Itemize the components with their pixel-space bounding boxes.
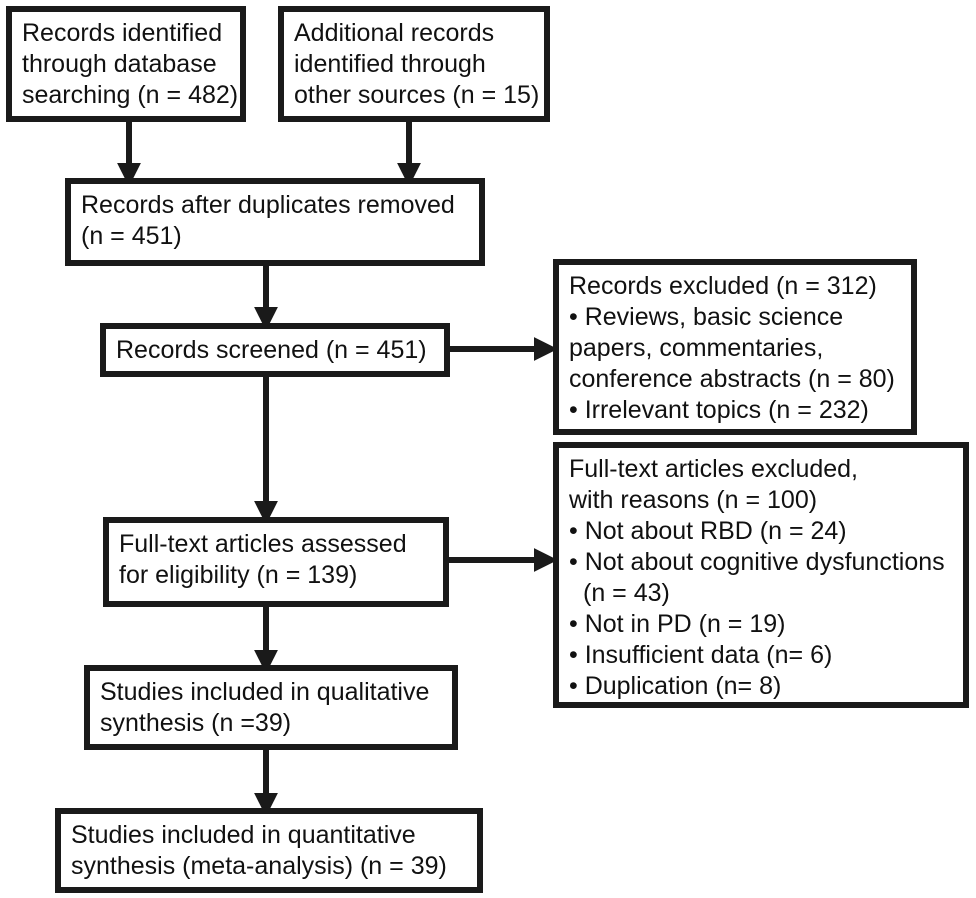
box-text-line: (n = 43) (583, 579, 670, 607)
box-records-screened: Records screened (n = 451) (100, 323, 450, 377)
box-additional-records: Additional records identified through ot… (278, 6, 550, 122)
box-text-line: Full-text articles excluded, (569, 455, 859, 483)
box-text-line: Studies included in qualitative (100, 678, 430, 706)
box-text-line: • Insufficient data (n= 6) (569, 641, 833, 669)
box-records-identified-database: Records identified through database sear… (6, 6, 246, 122)
box-full-text-excluded: Full-text articles excluded, with reason… (553, 442, 969, 708)
box-text-line: searching (n = 482) (22, 81, 239, 109)
box-text-line: through database (22, 50, 217, 78)
box-text-line: Records excluded (n = 312) (569, 272, 877, 300)
box-text-line: • Not about cognitive dysfunctions (569, 548, 945, 576)
box-text-line: papers, commentaries, (569, 334, 824, 362)
box-text-line: synthesis (meta-analysis) (n = 39) (71, 852, 447, 880)
box-text-line: with reasons (n = 100) (569, 486, 818, 514)
box-records-after-duplicates: Records after duplicates removed (n = 45… (65, 178, 485, 266)
box-text-line: Records screened (n = 451) (116, 336, 427, 364)
box-text-line: • Not about RBD (n = 24) (569, 517, 847, 545)
box-text-line: for eligibility (n = 139) (119, 561, 358, 589)
box-text-line: • Irrelevant topics (n = 232) (569, 396, 869, 424)
box-full-text-assessed: Full-text articles assessed for eligibil… (103, 517, 449, 607)
box-text-line: (n = 451) (81, 222, 182, 250)
box-text-line: Records identified (22, 19, 223, 47)
box-text-line: • Reviews, basic science (569, 303, 844, 331)
box-text-line: Full-text articles assessed (119, 530, 407, 558)
box-records-excluded: Records excluded (n = 312) • Reviews, ba… (553, 259, 917, 435)
box-text-line: synthesis (n =39) (100, 709, 292, 737)
box-text-line: Records after duplicates removed (81, 191, 455, 219)
box-text-line: • Duplication (n= 8) (569, 672, 782, 700)
box-text-line: other sources (n = 15) (294, 81, 540, 109)
box-text-line: conference abstracts (n = 80) (569, 365, 895, 393)
box-text-line: Additional records (294, 19, 495, 47)
box-qualitative-synthesis: Studies included in qualitative synthesi… (84, 665, 458, 750)
box-quantitative-synthesis: Studies included in quantitative synthes… (55, 808, 483, 893)
box-text-line: Studies included in quantitative (71, 821, 416, 849)
box-text-line: • Not in PD (n = 19) (569, 610, 786, 638)
box-text-line: identified through (294, 50, 486, 78)
